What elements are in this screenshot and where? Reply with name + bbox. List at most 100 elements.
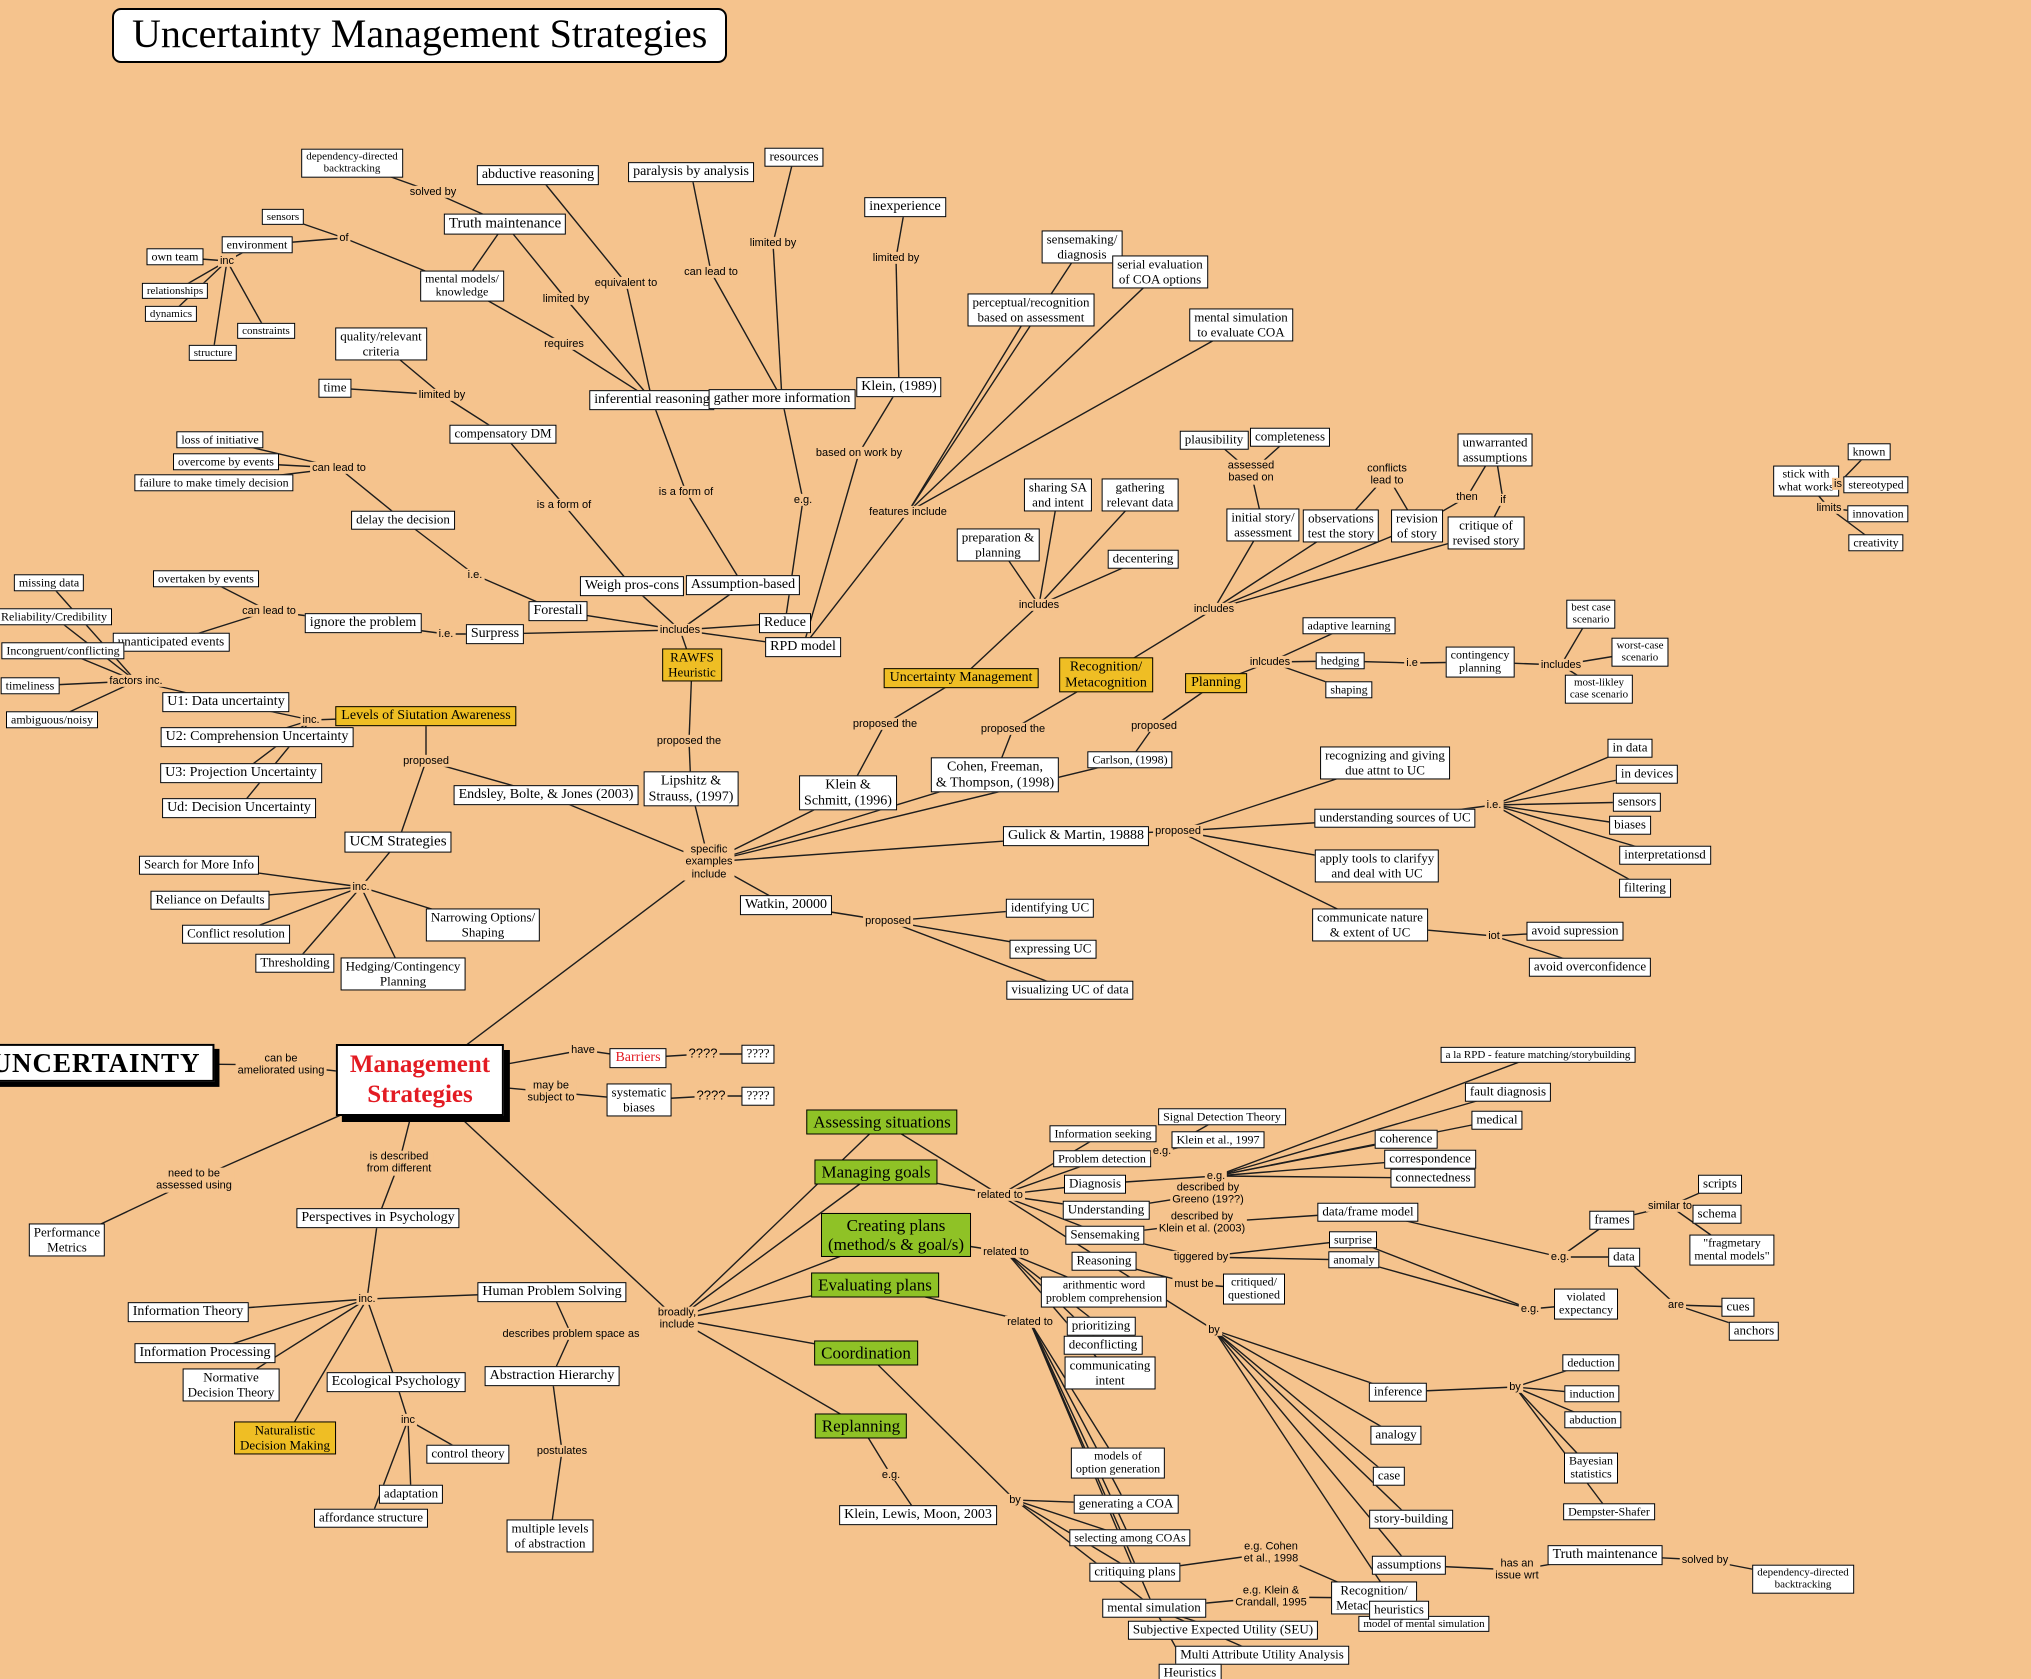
node-uncertainty[interactable]: UNCERTAINTY [0, 1043, 215, 1083]
node-sdt[interactable]: Signal Detection Theory [1158, 1108, 1286, 1126]
node-ud[interactable]: Ud: Decision Uncertainty [162, 798, 316, 818]
node-interpretationsd[interactable]: interpretationsd [1619, 845, 1711, 865]
node-adaptation[interactable]: adaptation [378, 1484, 444, 1504]
node-critplans[interactable]: critiquing plans [1089, 1562, 1181, 1582]
node-sensors1[interactable]: sensors [261, 208, 305, 226]
node-replanning[interactable]: Replanning [814, 1413, 908, 1439]
node-scripts[interactable]: scripts [1698, 1174, 1742, 1194]
node-kleinlewis[interactable]: Klein, Lewis, Moon, 2003 [839, 1505, 997, 1525]
node-unwarranted[interactable]: unwarranted assumptions [1457, 433, 1533, 467]
node-perceptrecog[interactable]: perceptual/recognition based on assessme… [967, 293, 1095, 327]
node-worstcase[interactable]: worst-case scenario [1611, 637, 1669, 667]
node-bayesian[interactable]: Bayesian statistics [1564, 1452, 1618, 1484]
node-structure[interactable]: structure [188, 344, 238, 362]
node-coherence[interactable]: coherence [1374, 1129, 1438, 1149]
node-commintent[interactable]: communicating intent [1064, 1356, 1156, 1390]
node-hps[interactable]: Human Problem Solving [477, 1282, 627, 1302]
node-biases[interactable]: biases [1609, 815, 1651, 835]
node-multilevels[interactable]: multiple levels of abstraction [506, 1519, 594, 1553]
node-narrowing[interactable]: Narrowing Options/ Shaping [425, 908, 541, 942]
node-cohenfreeman[interactable]: Cohen, Freeman, & Thompson, (1998) [930, 757, 1060, 793]
node-assumptions[interactable]: assumptions [1371, 1555, 1447, 1575]
node-depback2[interactable]: dependency-directed backtracking [1752, 1564, 1854, 1594]
node-incongruent[interactable]: Incongruent/conflicting [1, 642, 125, 660]
node-reasoning[interactable]: Reasoning [1071, 1251, 1137, 1271]
node-assessing[interactable]: Assessing situations [806, 1109, 958, 1135]
node-truthmaint2[interactable]: Truth maintenance [1547, 1545, 1663, 1565]
node-environment[interactable]: environment [221, 236, 293, 254]
node-case1[interactable]: case [1372, 1466, 1406, 1486]
node-mostlikely[interactable]: most-likley case scenario [1564, 674, 1634, 704]
node-ndm[interactable]: Naturalistic Decision Making [234, 1421, 336, 1455]
node-overtaken[interactable]: overtaken by events [153, 570, 259, 588]
node-qualcrit[interactable]: quality/relevant criteria [335, 327, 427, 361]
node-abstraction[interactable]: Abstraction Hierarchy [484, 1366, 620, 1386]
node-communicate[interactable]: communicate nature & extent of UC [1312, 908, 1428, 942]
node-deduction[interactable]: deduction [1562, 1354, 1620, 1372]
node-surpress[interactable]: Surpress [465, 624, 525, 644]
node-paralysis[interactable]: paralysis by analysis [628, 162, 754, 182]
node-truthmaint1[interactable]: Truth maintenance [443, 213, 567, 235]
node-serialeval[interactable]: serial evaluation of COA options [1112, 255, 1208, 289]
node-forestall[interactable]: Forestall [528, 601, 588, 621]
node-levelssa[interactable]: Levels of Siutation Awareness [335, 706, 517, 726]
node-unanticipated[interactable]: unanticipated events [112, 632, 230, 652]
node-lossinit[interactable]: loss of initiative [176, 431, 264, 449]
node-avoidsup[interactable]: avoid supression [1526, 921, 1624, 941]
node-abductive[interactable]: abductive reasoning [476, 165, 600, 185]
node-plausibility[interactable]: plausibility [1179, 430, 1249, 450]
node-decentering[interactable]: decentering [1107, 549, 1179, 569]
node-infoseeking[interactable]: Information seeking [1049, 1125, 1157, 1143]
node-cues[interactable]: cues [1721, 1297, 1755, 1317]
node-inexperience[interactable]: inexperience [864, 197, 946, 217]
node-kleinschmitt[interactable]: Klein & Schmitt, (1996) [799, 775, 897, 811]
node-contingency[interactable]: contingency planning [1445, 646, 1515, 678]
node-completeness[interactable]: completeness [1249, 427, 1331, 447]
node-sharingsa[interactable]: sharing SA and intent [1023, 478, 1093, 512]
node-assumptionb[interactable]: Assumption-based [685, 575, 801, 595]
node-anomaly[interactable]: anomaly [1328, 1251, 1380, 1269]
node-timeliness[interactable]: timeliness [0, 677, 60, 695]
node-dynamics[interactable]: dynamics [144, 305, 198, 323]
node-delaydecision[interactable]: delay the decision [351, 510, 455, 530]
node-innovation[interactable]: innovation [1847, 505, 1909, 523]
node-perfmetrics[interactable]: Performance Metrics [28, 1223, 106, 1257]
node-violated[interactable]: violated expectancy [1554, 1288, 1618, 1320]
node-modelsopt[interactable]: models of option generation [1070, 1447, 1166, 1479]
node-sensors2[interactable]: sensors [1612, 792, 1662, 812]
node-time1[interactable]: time [318, 378, 352, 398]
node-coordination[interactable]: Coordination [814, 1340, 918, 1366]
node-reliability[interactable]: Reliability/Credibility [0, 608, 112, 626]
node-um_orange[interactable]: Uncertainty Management [883, 668, 1039, 688]
node-infotheory[interactable]: Information Theory [127, 1302, 249, 1322]
node-deconflicting[interactable]: deconflicting [1063, 1335, 1143, 1355]
node-adaptivelearn[interactable]: adaptive learning [1302, 617, 1396, 635]
node-analogy[interactable]: analogy [1370, 1425, 1422, 1445]
node-identifyuc[interactable]: identifying UC [1005, 898, 1095, 918]
node-revision[interactable]: revision of story [1391, 509, 1443, 543]
node-searchinfo[interactable]: Search for More Info [138, 855, 260, 875]
node-creating[interactable]: Creating plans (method/s & goal/s) [821, 1212, 971, 1258]
node-fragmentary[interactable]: "fragmetary mental models" [1689, 1234, 1775, 1266]
node-data2[interactable]: data [1608, 1247, 1640, 1267]
node-inference[interactable]: inference [1368, 1382, 1428, 1402]
node-sysbiases[interactable]: systematic biases [606, 1083, 672, 1117]
node-understandinguc[interactable]: understanding sources of UC [1314, 808, 1476, 828]
node-q4[interactable]: ???? [741, 1086, 775, 1106]
node-alarpd[interactable]: a la RPD - feature matching/storybuildin… [1440, 1046, 1636, 1064]
node-missingdata[interactable]: missing data [13, 574, 85, 592]
node-dempster[interactable]: Dempster-Shafer [1563, 1503, 1655, 1521]
node-correspondence[interactable]: correspondence [1384, 1149, 1476, 1169]
node-resources[interactable]: resources [764, 147, 824, 167]
node-visualuc[interactable]: visualizing UC of data [1006, 980, 1134, 1000]
node-ecological[interactable]: Ecological Psychology [326, 1372, 466, 1392]
node-u1[interactable]: U1: Data uncertainty [162, 692, 290, 712]
node-carlson[interactable]: Carlson, (1998) [1087, 751, 1173, 769]
node-arithword[interactable]: arithmentic word problem comprehension [1040, 1276, 1168, 1308]
node-affordance[interactable]: affordance structure [313, 1508, 429, 1528]
node-infoproc[interactable]: Information Processing [134, 1343, 276, 1363]
node-filtering[interactable]: filtering [1619, 878, 1671, 898]
node-ignoreproblem[interactable]: ignore the problem [304, 613, 422, 633]
node-observations[interactable]: observations test the story [1302, 509, 1380, 543]
node-critiqued[interactable]: critiqued/ questioned [1223, 1273, 1285, 1305]
